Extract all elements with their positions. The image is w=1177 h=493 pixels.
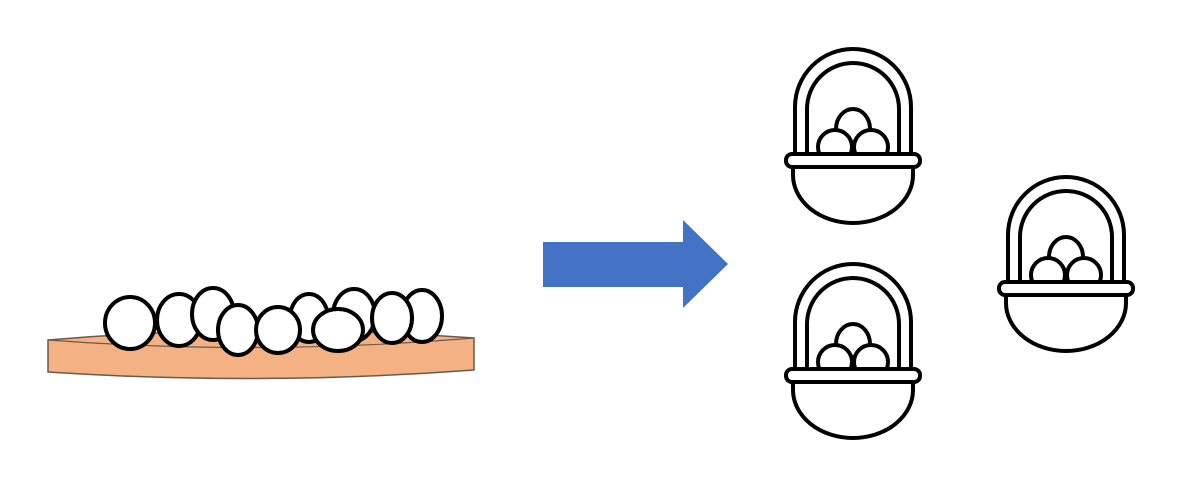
plate-of-eggs — [47, 286, 475, 380]
basket-icon — [784, 47, 922, 225]
basket-icon — [784, 262, 922, 440]
egg — [216, 303, 260, 357]
egg-group — [103, 286, 444, 357]
egg — [370, 291, 414, 345]
egg — [311, 307, 365, 353]
right-arrow-icon — [543, 220, 728, 308]
basket-group — [784, 47, 1135, 440]
egg — [254, 305, 302, 355]
basket-icon — [997, 175, 1135, 353]
egg — [103, 295, 157, 351]
